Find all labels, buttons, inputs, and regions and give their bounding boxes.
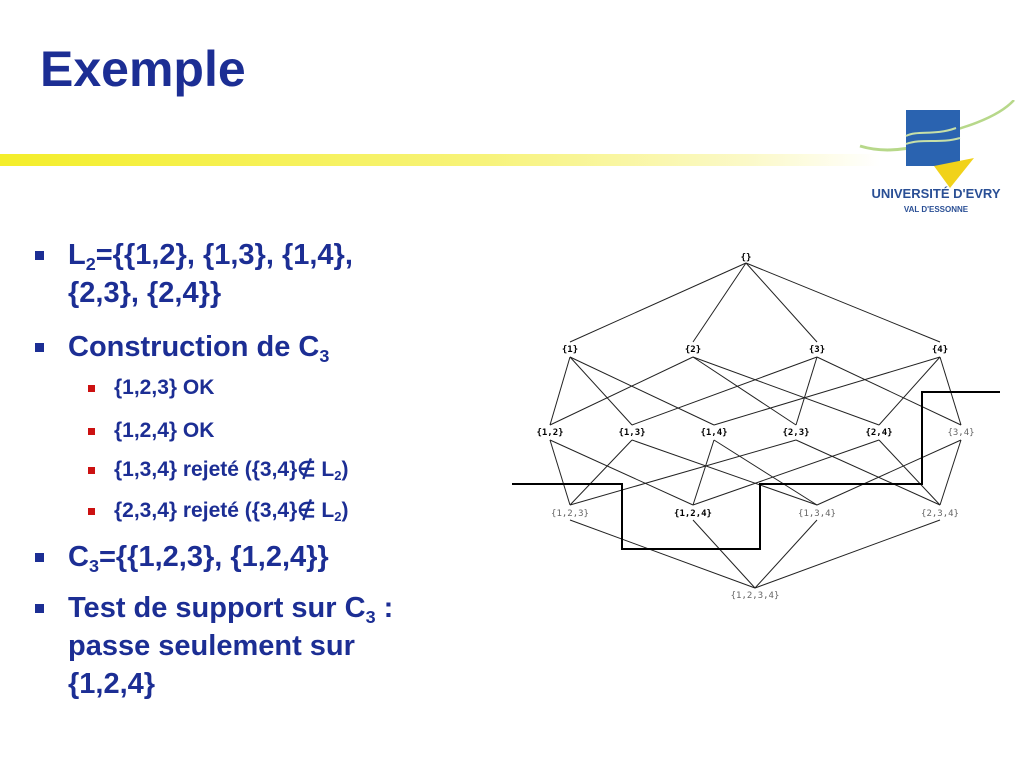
edge <box>745 262 818 343</box>
bullet-l2-line2: {2,3}, {2,4}} <box>68 277 222 309</box>
edge <box>569 439 633 506</box>
edge <box>878 356 941 426</box>
sub-bullet-marker <box>88 428 95 435</box>
sub-bullet-marker <box>88 385 95 392</box>
frequency-border-line <box>512 391 1000 550</box>
bullet-support-line2: passe seulement sur <box>68 630 355 662</box>
bullet-marker <box>35 553 44 562</box>
lattice-nodes: {} {1} {2} {3} {4} {1,2} {1,3} {1,4} {2,… <box>536 253 974 601</box>
itemset-lattice-diagram: {} {1} {2} {3} {4} {1,2} {1,3} {1,4} {2,… <box>512 253 1000 601</box>
node-234: {2,3,4} <box>921 509 959 519</box>
edge <box>816 356 962 426</box>
edge <box>569 356 715 426</box>
node-123: {1,2,3} <box>551 509 589 519</box>
bullet-marker <box>35 604 44 613</box>
node-124: {1,2,4} <box>674 509 712 519</box>
edge <box>878 439 941 506</box>
edge <box>692 439 880 506</box>
node-34: {3,4} <box>947 428 974 438</box>
edge <box>631 356 818 426</box>
edge <box>549 439 694 506</box>
edge <box>549 356 571 426</box>
logo-name: UNIVERSITÉ D'EVRY <box>871 186 1000 201</box>
edge <box>549 439 571 506</box>
bullet-l2-line1: L2={{1,2}, {1,3}, {1,4}, <box>68 239 353 274</box>
edge <box>569 262 747 343</box>
bullet-support-line1: Test de support sur C3 : <box>68 592 394 627</box>
edge <box>713 439 818 506</box>
edge <box>692 356 797 426</box>
node-13: {1,3} <box>618 428 645 438</box>
edge <box>569 356 633 426</box>
edge <box>569 519 756 589</box>
sub-bullet-123: {1,2,3} OK <box>114 376 215 399</box>
node-1234: {1,2,3,4} <box>731 591 780 601</box>
node-empty: {} <box>741 253 752 263</box>
edge <box>631 439 818 506</box>
node-3: {3} <box>809 345 825 355</box>
bullet-construction: Construction de C3 <box>68 331 330 366</box>
edge <box>795 356 818 426</box>
logo-yellow-triangle <box>934 158 974 188</box>
edge <box>745 262 941 343</box>
bullet-c3: C3={{1,2,3}, {1,2,4}} <box>68 541 329 576</box>
node-12: {1,2} <box>536 428 563 438</box>
bullet-support-line3: {1,2,4} <box>68 668 156 700</box>
edge <box>692 519 756 589</box>
edge <box>939 439 962 506</box>
edge <box>549 356 694 426</box>
edge <box>816 439 962 506</box>
sub-bullet-134: {1,3,4} rejeté ({3,4}∉ L2) <box>114 458 349 484</box>
node-23: {2,3} <box>782 428 809 438</box>
logo-blue-square <box>906 110 960 166</box>
edge <box>713 356 941 426</box>
bullet-marker <box>35 343 44 352</box>
sub-bullet-marker <box>88 467 95 474</box>
edge <box>754 519 941 589</box>
node-1: {1} <box>562 345 578 355</box>
edge <box>754 519 818 589</box>
bullet-list: L2={{1,2}, {1,3}, {1,4}, {2,3}, {2,4}} C… <box>0 0 500 768</box>
edge <box>795 439 941 506</box>
lattice-edges <box>549 262 962 589</box>
edge <box>692 356 880 426</box>
title-underline-bar <box>0 154 880 166</box>
sub-bullet-234: {2,3,4} rejeté ({3,4}∉ L2) <box>114 499 349 525</box>
logo-swoosh-bottom <box>905 137 961 145</box>
slide-title: Exemple <box>40 41 246 97</box>
sub-bullet-124: {1,2,4} OK <box>114 419 215 442</box>
edge <box>569 439 797 506</box>
node-4: {4} <box>932 345 948 355</box>
node-24: {2,4} <box>865 428 892 438</box>
university-logo: UNIVERSITÉ D'EVRY VAL D'ESSONNE <box>859 100 1015 214</box>
node-2: {2} <box>685 345 701 355</box>
bullet-marker <box>35 251 44 260</box>
node-14: {1,4} <box>700 428 727 438</box>
node-134: {1,3,4} <box>798 509 836 519</box>
sub-bullet-marker <box>88 508 95 515</box>
edge <box>692 439 715 506</box>
edge <box>692 262 747 343</box>
logo-swoosh-mid <box>905 127 957 137</box>
logo-subtitle: VAL D'ESSONNE <box>904 205 969 214</box>
